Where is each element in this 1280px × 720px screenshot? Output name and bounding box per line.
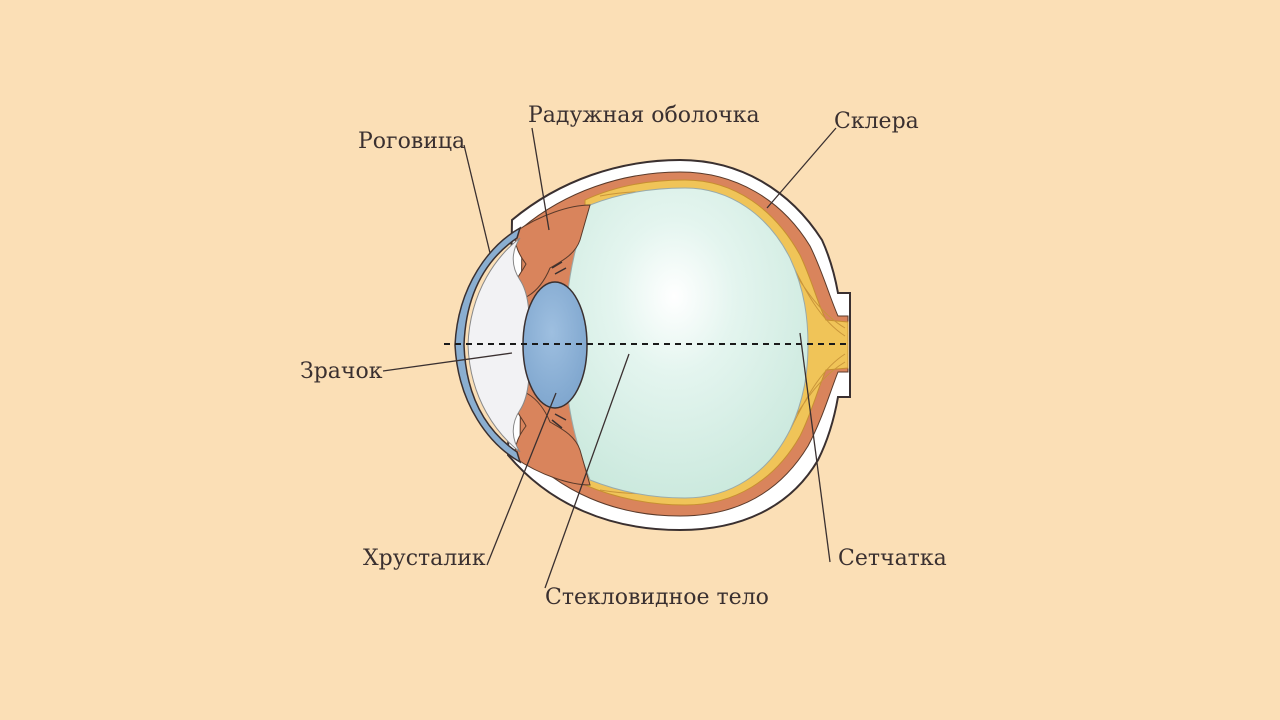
leader-iris xyxy=(531,127,550,231)
leader-pupil xyxy=(382,352,513,372)
label-vitreous-body: Стекловидное тело xyxy=(545,585,769,610)
leader-vitreous xyxy=(544,353,630,589)
leader-cornea xyxy=(463,144,491,254)
leader-lens xyxy=(486,392,557,566)
label-cornea: Роговица xyxy=(358,129,466,154)
leader-sclera xyxy=(766,127,837,209)
label-sclera: Склера xyxy=(834,109,919,134)
label-pupil: Зрачок xyxy=(300,359,383,384)
label-retina: Сетчатка xyxy=(838,546,947,571)
label-iris: Радужная оболочка xyxy=(528,103,760,128)
iris-shape xyxy=(513,204,591,486)
leader-lines xyxy=(382,127,837,589)
cornea-shape xyxy=(454,226,522,464)
leader-retina xyxy=(799,332,831,563)
label-lens: Хрусталик xyxy=(363,546,486,571)
